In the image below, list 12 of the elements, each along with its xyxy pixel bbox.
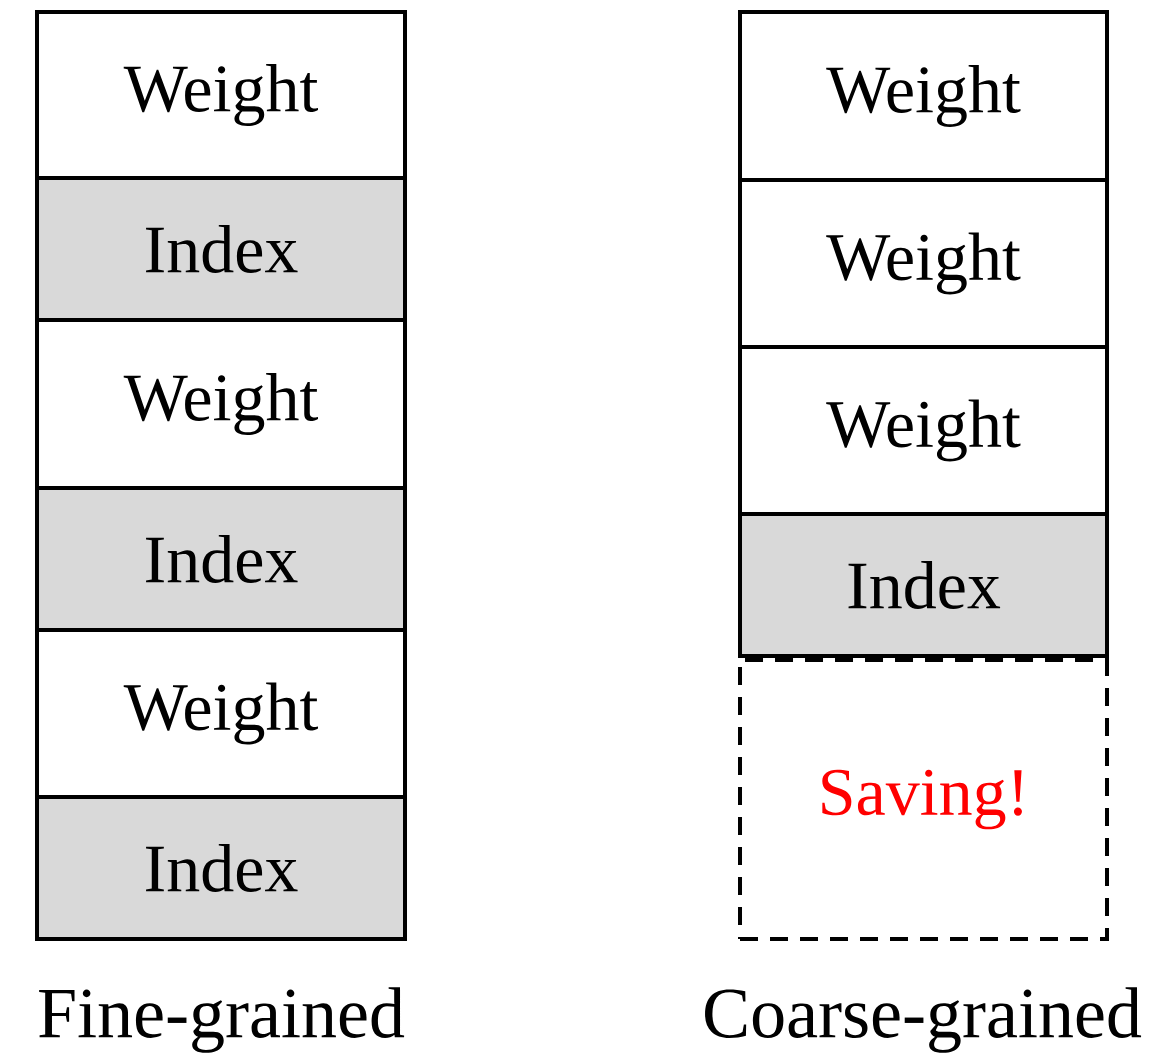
dashed-box: Saving! [738, 658, 1109, 941]
memory-cell: Index [35, 176, 407, 322]
memory-cell: Weight [35, 10, 407, 180]
memory-cell: Weight [738, 178, 1109, 349]
memory-cell: Index [35, 486, 407, 632]
memory-cell: Index [738, 512, 1109, 658]
memory-cell: Index [35, 795, 407, 941]
caption: Fine-grained [39, 987, 405, 1053]
memory-cell: Weight [35, 318, 407, 490]
memory-cell: Weight [35, 628, 407, 799]
memory-cell: Weight [738, 345, 1109, 516]
memory-cell: Weight [738, 10, 1109, 182]
